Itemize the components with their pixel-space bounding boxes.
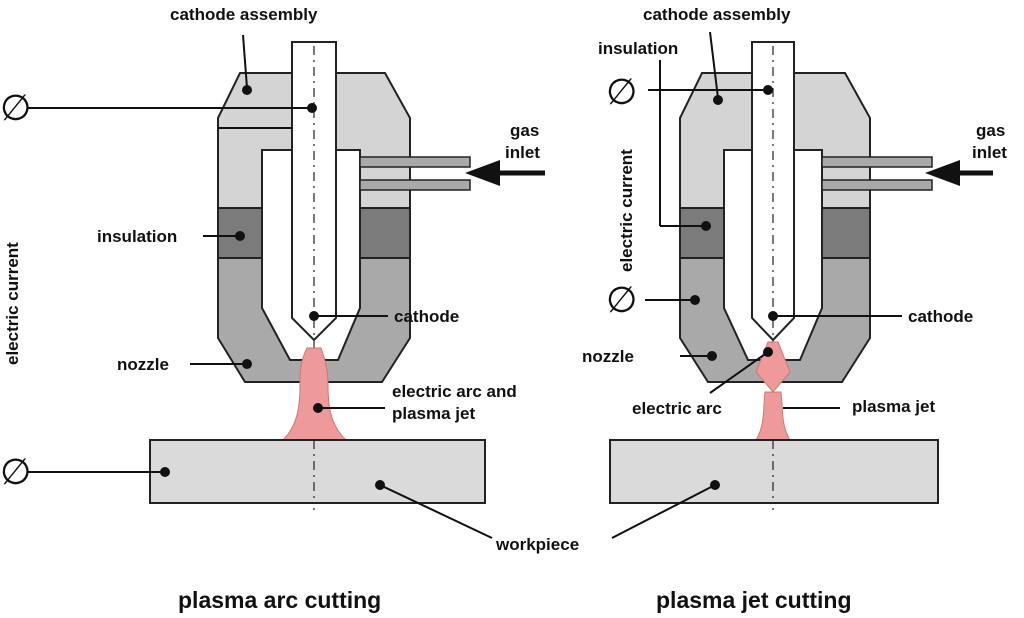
right-plasma-jet-label: plasma jet xyxy=(852,397,935,416)
right-cathode-rod xyxy=(751,41,795,342)
right-gas-label-2: inlet xyxy=(972,143,1007,162)
right-gas-arrow-head xyxy=(925,160,960,186)
left-gas-tube-top xyxy=(359,156,471,168)
left-insulation-label: insulation xyxy=(97,227,177,246)
right-gas-label-1: gas xyxy=(976,121,1005,140)
left-cathode-rod xyxy=(291,41,337,342)
right-insulation-label: insulation xyxy=(598,39,678,58)
left-ground-symbol-bottom: ∅ xyxy=(0,451,31,492)
right-ground-symbol-top: ∅ xyxy=(606,71,637,112)
left-workpiece xyxy=(149,439,486,504)
left-ground-symbol-top: ∅ xyxy=(0,87,31,128)
left-leaders xyxy=(28,34,493,539)
right-caption: plasma jet cutting xyxy=(656,587,852,613)
right-electric-current-label: electric current xyxy=(617,149,636,272)
left-gas-tube-bottom xyxy=(359,179,471,191)
left-cathode-assembly-label: cathode assembly xyxy=(170,5,318,24)
right-ground-symbol-mid: ∅ xyxy=(606,279,637,320)
right-cathode-label: cathode xyxy=(908,307,973,326)
right-electric-arc-label: electric arc xyxy=(632,399,722,418)
left-torch xyxy=(149,41,545,510)
left-gas-label-2: inlet xyxy=(505,143,540,162)
workpiece-label: workpiece xyxy=(495,535,579,554)
right-workpiece xyxy=(609,439,939,504)
left-electric-current-label: electric current xyxy=(3,242,22,365)
left-arc-label-1: electric arc and xyxy=(392,382,517,401)
right-nozzle-label: nozzle xyxy=(582,347,634,366)
left-caption: plasma arc cutting xyxy=(178,587,381,613)
right-gas-tube-top xyxy=(821,156,933,168)
right-gas-tube-bottom xyxy=(821,179,933,191)
right-plasma-jet xyxy=(755,391,791,441)
left-gas-label-1: gas xyxy=(510,121,539,140)
left-arc-label-2: plasma jet xyxy=(392,404,475,423)
left-cathode-label: cathode xyxy=(394,307,459,326)
right-leaders xyxy=(611,31,902,539)
right-torch xyxy=(609,41,993,510)
left-nozzle-label: nozzle xyxy=(117,355,169,374)
left-gas-arrow-head xyxy=(465,160,500,186)
right-cathode-assembly-label: cathode assembly xyxy=(643,5,791,24)
